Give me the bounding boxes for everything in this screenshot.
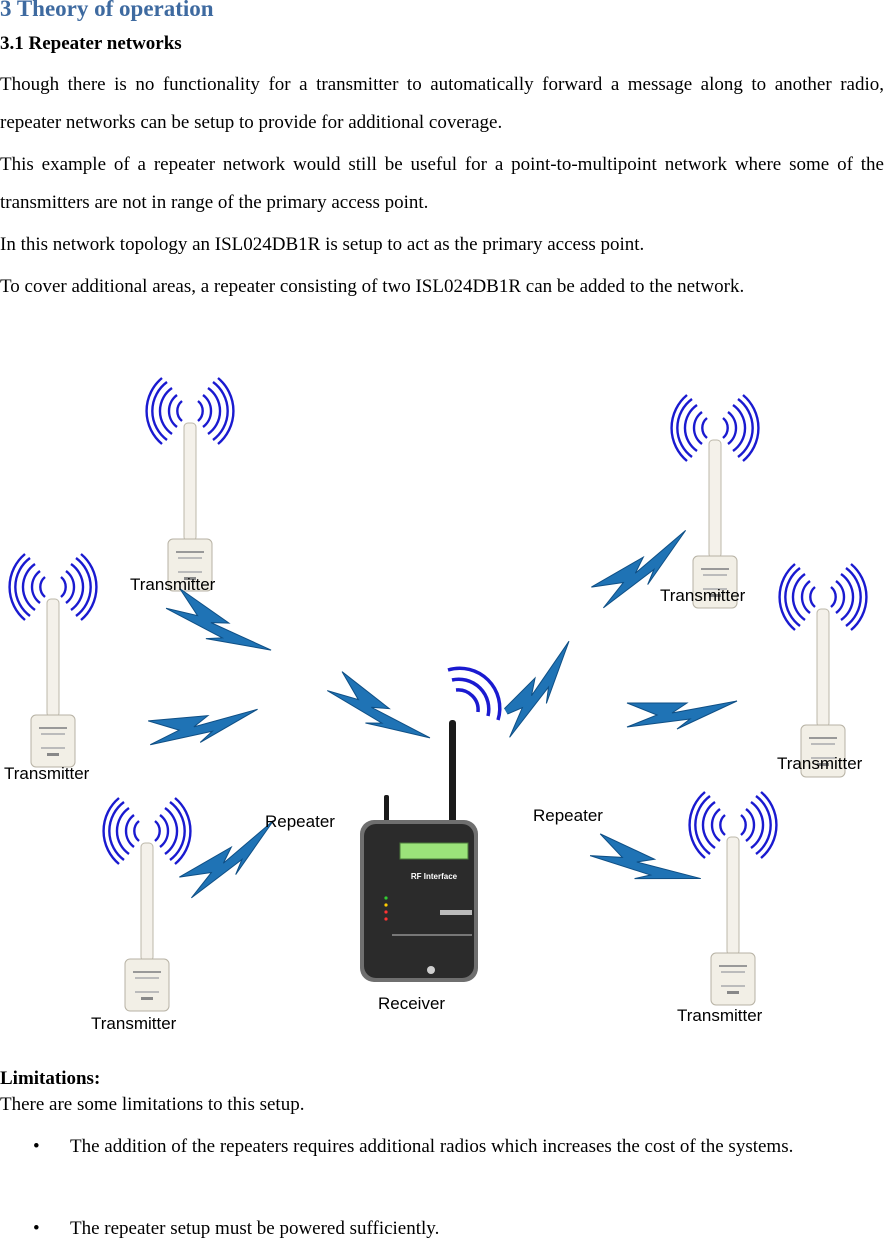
signal-bolt-6 xyxy=(490,640,590,740)
transmitter-top-right xyxy=(672,395,759,608)
signal-bolt-7 xyxy=(626,700,738,730)
signal-bolt-1 xyxy=(164,586,272,674)
receiver-panel-label: RF Interface xyxy=(411,872,458,881)
signal-bolt-8 xyxy=(588,831,702,905)
limitation-text: The addition of the repeaters requires a… xyxy=(70,1136,794,1157)
label-transmitter-top-left: Transmitter xyxy=(130,575,216,594)
subsection-heading: 3.1 Repeater networks xyxy=(0,33,182,54)
transmitter-left xyxy=(10,554,97,767)
label-transmitter-left: Transmitter xyxy=(4,764,90,783)
signal-bolt-2 xyxy=(147,708,261,748)
bullet-icon: • xyxy=(33,1218,40,1239)
signal-bolt-3 xyxy=(325,669,431,761)
limitations-heading: Limitations: xyxy=(0,1068,101,1089)
limitations-intro: There are some limitations to this setup… xyxy=(0,1094,305,1115)
transmitter-bottom-left xyxy=(104,798,191,1011)
paragraph-1: Though there is no functionality for a t… xyxy=(0,74,884,133)
label-repeater-left: Repeater xyxy=(265,812,335,831)
label-transmitter-bottom-left: Transmitter xyxy=(91,1014,177,1033)
label-transmitter-top-right: Transmitter xyxy=(660,586,746,605)
transmitter-bottom-right xyxy=(690,792,777,1005)
paragraph-3: In this network topology an ISL024DB1R i… xyxy=(0,234,645,255)
repeater-network-diagram: RF Interface Transmitter Transmitter Tra… xyxy=(4,360,884,1033)
receiver-unit: RF Interface xyxy=(360,654,509,982)
transmitter-top-left xyxy=(147,378,234,591)
label-transmitter-right: Transmitter xyxy=(777,754,863,773)
paragraph-4: To cover additional areas, a repeater co… xyxy=(0,276,745,297)
section-heading: 3 Theory of operation xyxy=(0,0,214,21)
label-repeater-right: Repeater xyxy=(533,806,603,825)
label-receiver: Receiver xyxy=(378,994,445,1013)
limitation-text: The repeater setup must be powered suffi… xyxy=(70,1218,440,1239)
label-transmitter-bottom-right: Transmitter xyxy=(677,1006,763,1025)
signal-bolt-4 xyxy=(177,819,289,901)
bullet-icon: • xyxy=(33,1136,40,1157)
paragraph-2: This example of a repeater network would… xyxy=(0,154,884,213)
transmitter-right xyxy=(780,564,867,777)
